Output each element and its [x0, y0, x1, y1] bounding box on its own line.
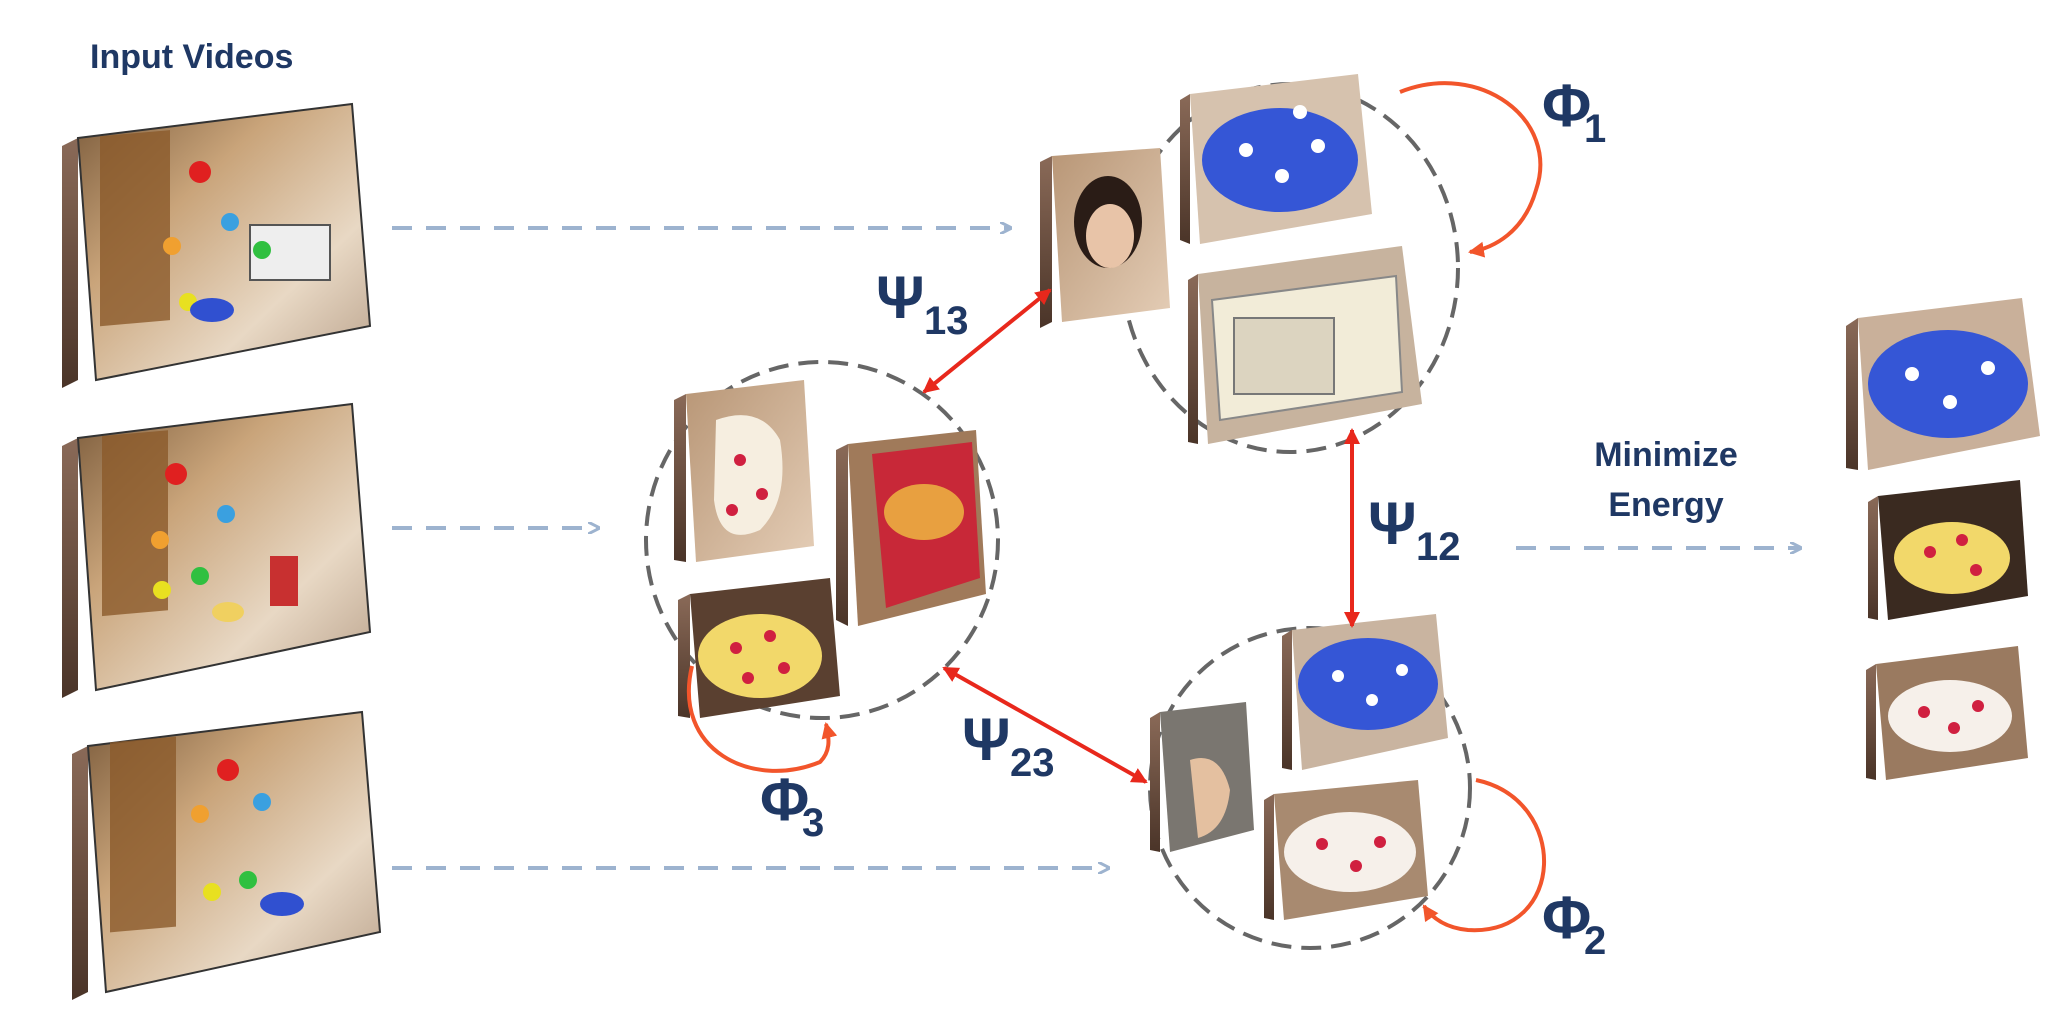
edge-psi13 [922, 288, 1052, 394]
label-phi1: Φ 1 [1542, 72, 1606, 151]
input-videos-label: Input Videos [90, 38, 293, 76]
tile-face [1040, 148, 1170, 328]
minimize-label-line2: Energy [1608, 486, 1723, 524]
svg-text:Φ: Φ [1542, 72, 1591, 139]
loop-phi1 [1399, 81, 1543, 258]
svg-text:23: 23 [1010, 741, 1055, 785]
minimize-label-line1: Minimize [1594, 436, 1738, 474]
loop-phi2 [1422, 778, 1547, 933]
tile-cereal-box [836, 430, 986, 626]
label-psi12: Ψ 12 [1368, 490, 1461, 569]
tile-white-bowl [1264, 780, 1428, 920]
node-1 [1040, 74, 1460, 454]
tile-white-bottle [674, 380, 814, 562]
svg-text:Ψ: Ψ [962, 706, 1011, 773]
svg-text:Ψ: Ψ [1368, 490, 1417, 557]
input-video-2 [62, 402, 372, 698]
svg-text:13: 13 [924, 299, 969, 343]
label-psi13: Ψ 13 [876, 264, 969, 343]
svg-text:2: 2 [1584, 919, 1606, 963]
svg-text:1: 1 [1584, 107, 1606, 151]
loop-phi3 [686, 665, 838, 773]
svg-text:12: 12 [1416, 525, 1461, 569]
edge-psi23 [942, 666, 1148, 784]
node-3-circle [644, 360, 1000, 720]
input-video-3 [72, 710, 382, 1000]
label-phi2: Φ 2 [1542, 884, 1606, 963]
tile-microwave [1188, 246, 1422, 444]
node-3 [644, 360, 1000, 720]
tile-blue-bowl [1180, 74, 1372, 244]
input-video-1 [62, 102, 372, 388]
output-tile-yellow-bowl [1868, 480, 2028, 620]
svg-text:3: 3 [802, 801, 824, 845]
output-tile-white-bowl [1866, 646, 2028, 780]
svg-text:Ψ: Ψ [876, 264, 925, 331]
label-psi23: Ψ 23 [962, 706, 1055, 785]
svg-text:Φ: Φ [1542, 884, 1591, 951]
svg-text:Φ: Φ [760, 766, 809, 833]
label-phi3: Φ 3 [760, 766, 824, 845]
tile-yellow-bowl [678, 578, 840, 718]
output-tile-blue-bowl [1846, 298, 2040, 470]
node-2 [1148, 614, 1472, 950]
tile-blue-bowl-2 [1282, 614, 1448, 770]
tile-hand [1150, 702, 1254, 852]
